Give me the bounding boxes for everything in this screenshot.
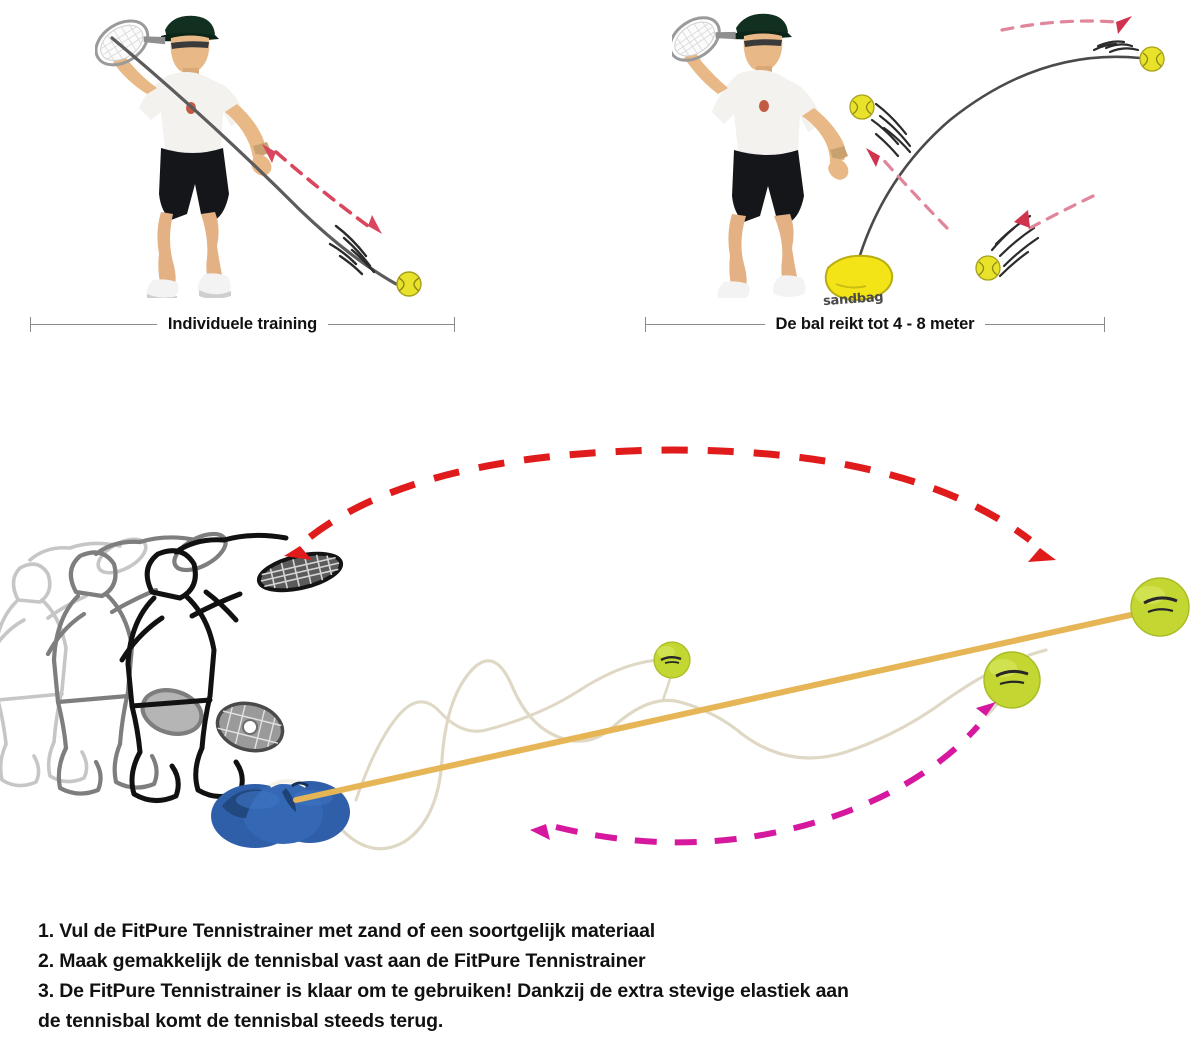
measure-bar-left: Individuele training <box>30 311 456 337</box>
instruction-line-1: 1. Vul de FitPure Tennistrainer met zand… <box>38 920 656 942</box>
top-left-player-figure <box>94 8 340 302</box>
measure-cap-right <box>1104 316 1105 332</box>
racket-head-top <box>256 551 344 593</box>
trainer-base-blue <box>211 779 350 848</box>
measure-cap-right <box>454 316 456 332</box>
gold-elastic-line <box>293 609 1147 803</box>
caption-individuele-training: Individuele training <box>167 314 318 333</box>
measure-rule-right <box>985 323 1104 325</box>
instructions-block: 1. Vul de FitPure Tennistrainer met zand… <box>38 916 1158 1036</box>
top-right-player-figure <box>668 8 917 300</box>
swing-main-figure <box>119 532 289 803</box>
swing-ghost-figure-far <box>0 537 148 788</box>
racket-head-lower <box>215 701 285 753</box>
magenta-arrow-left <box>530 824 550 840</box>
swing-ghost-figure-mid <box>45 531 228 796</box>
bottom-ball-large <box>1130 577 1190 637</box>
caption-bal-reikt: De bal reikt tot 4 - 8 meter <box>775 314 975 333</box>
instruction-line-2: 2. Maak gemakkelijk de tennisbal vast aa… <box>38 950 646 972</box>
player-forehand-svg <box>94 15 272 302</box>
measure-bar-right: De bal reikt tot 4 - 8 meter <box>645 311 1105 337</box>
magenta-return-arc <box>555 724 981 846</box>
sandbag-label: sandbag <box>822 289 884 310</box>
bottom-ball-small <box>653 641 691 679</box>
instruction-line-3-continued: de tennisbal komt de tennisbal steeds te… <box>38 1010 444 1032</box>
red-arrow-right <box>1028 548 1056 562</box>
bottom-ball-mid <box>983 651 1041 709</box>
measure-rule-left <box>646 323 765 325</box>
red-arrow-left <box>284 546 312 560</box>
player-sandbag-svg <box>668 13 849 300</box>
slack-elastic-cord <box>340 648 1048 851</box>
measure-cap-left <box>645 316 646 332</box>
measure-rule-right <box>328 323 455 325</box>
tennis-ball <box>396 271 422 297</box>
measure-cap-left <box>30 316 31 332</box>
measure-rule-left <box>31 323 157 325</box>
magenta-arrow-right <box>976 702 996 716</box>
red-return-arc <box>307 446 1033 543</box>
instruction-line-3: 3. De FitPure Tennistrainer is klaar om … <box>38 980 849 1002</box>
